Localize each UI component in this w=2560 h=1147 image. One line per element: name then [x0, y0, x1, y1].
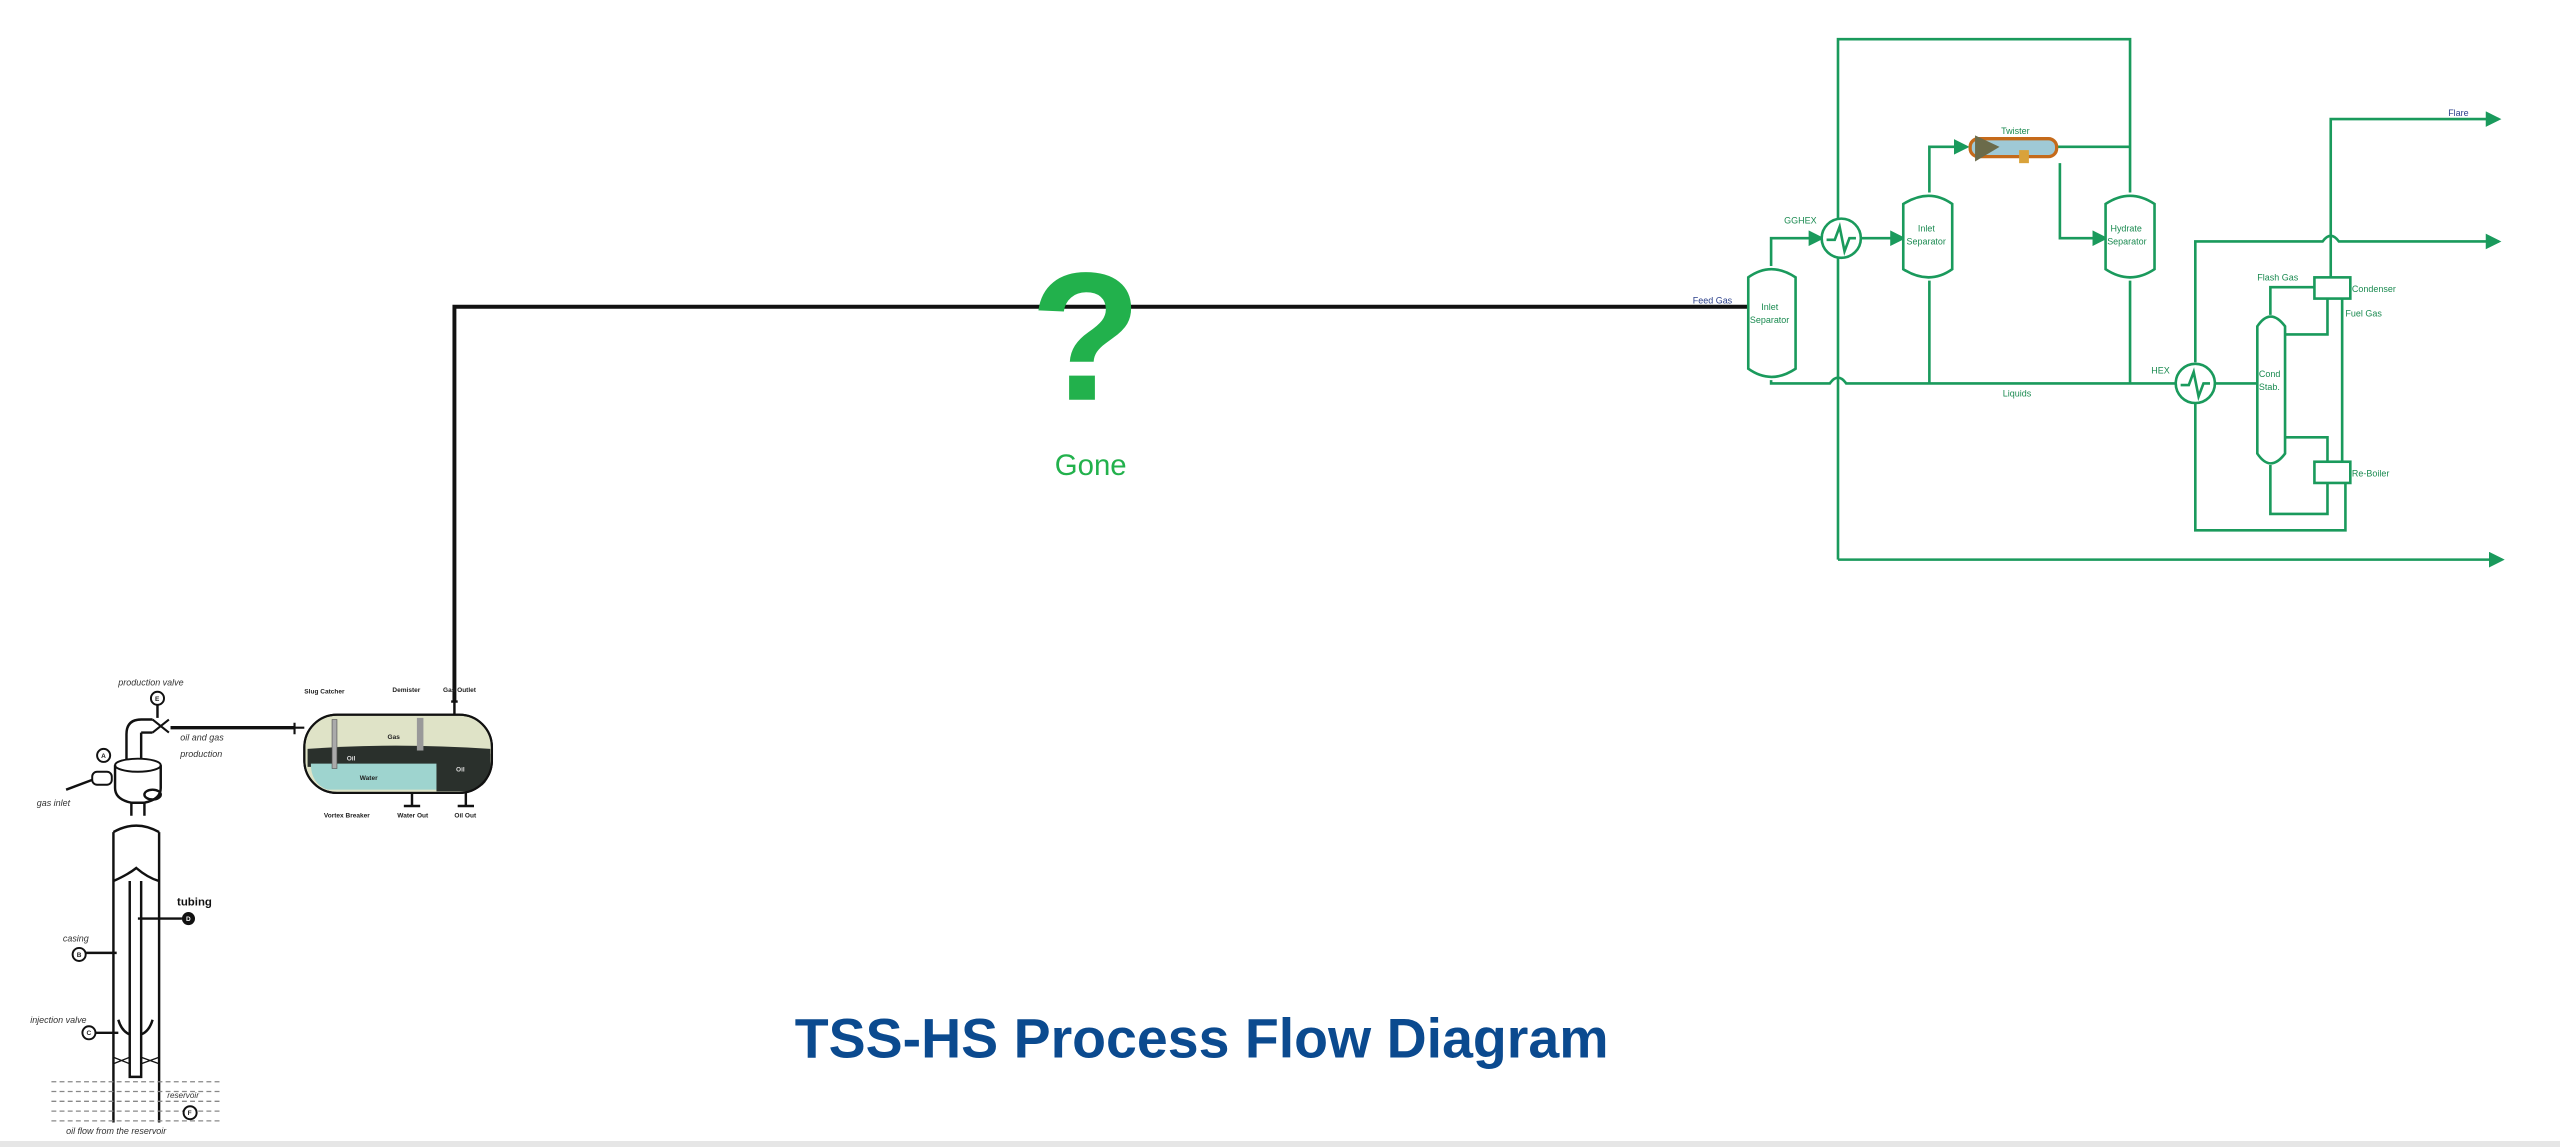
slug-catcher-label: Slug Catcher: [304, 688, 345, 695]
bottom-band: [0, 1141, 2560, 1147]
gone-label: Gone: [1055, 449, 1127, 482]
inlet-separator-1-label-b: Separator: [1750, 315, 1789, 325]
reservoir-label: reservoir: [167, 1091, 199, 1100]
twister-separator-icon: [1968, 135, 2059, 164]
condensate-stabilizer: [2256, 315, 2287, 465]
hydrate-separator: [2104, 194, 2156, 279]
injection-valve-label: injection valve: [30, 1015, 86, 1025]
condenser: [2313, 276, 2352, 300]
production-valve-icon: [151, 718, 170, 734]
marker-c: C: [87, 1030, 92, 1037]
oil-zone-left-label: Oil: [347, 755, 356, 762]
hex-exchanger-icon: [2174, 362, 2217, 405]
inlet-separator-1-label-a: Inlet: [1761, 302, 1778, 312]
hex-label: HEX: [2151, 366, 2169, 376]
marker-f: F: [188, 1110, 192, 1117]
hydrate-separator-label-b: Separator: [2107, 237, 2146, 247]
gghex-exchanger-icon: [1820, 217, 1863, 260]
inlet-separator-1: [1746, 267, 1797, 379]
oil-flow-label: oil flow from the reservoir: [66, 1126, 167, 1136]
oil-gas-production-label-1: oil and gas: [180, 733, 224, 743]
vortex-breaker-label: Vortex Breaker: [324, 812, 370, 819]
gas-lift-well: production valve E oil and gas productio…: [30, 677, 295, 1136]
oil-zone-right-label: Oil: [456, 767, 465, 774]
demister-label: Demister: [392, 687, 420, 694]
page-title: TSS-HS Process Flow Diagram: [795, 1007, 1609, 1069]
liquids-label: Liquids: [2003, 388, 2032, 398]
condenser-label: Condenser: [2352, 284, 2396, 294]
pipeline-connection: [452, 304, 1749, 702]
feed-gas-label: Feed Gas: [1693, 295, 1733, 305]
cond-stab-label-b: Stab.: [2259, 382, 2280, 392]
oil-out-label: Oil Out: [454, 812, 477, 819]
hydrate-separator-label-a: Hydrate: [2110, 224, 2141, 234]
re-boiler: [2313, 460, 2352, 485]
marker-b: B: [77, 952, 82, 959]
question-mark: ?: [1030, 235, 1142, 439]
cond-stab-label-a: Cond: [2259, 369, 2280, 379]
marker-e: E: [155, 696, 160, 703]
tss-pfd: Feed Gas Inlet Separator GGHEX Inlet Sep…: [1693, 37, 2505, 568]
water-zone-label: Water: [360, 775, 378, 782]
gas-zone-label: Gas: [388, 734, 401, 741]
oil-gas-production-label-2: production: [179, 749, 222, 759]
inlet-separator-2-label-a: Inlet: [1918, 224, 1935, 234]
casing-label: casing: [63, 933, 89, 943]
gghex-label: GGHEX: [1784, 216, 1816, 226]
fuel-gas-label: Fuel Gas: [2345, 309, 2382, 319]
gas-inlet-label: gas inlet: [37, 798, 71, 808]
water-out-label: Water Out: [397, 812, 429, 819]
marker-d: D: [186, 916, 191, 923]
tubing-label: tubing: [177, 897, 212, 909]
flash-gas-label: Flash Gas: [2257, 273, 2298, 283]
gas-outlet-label: Gas Outlet: [443, 687, 477, 694]
reservoir-dashes: [51, 1081, 223, 1122]
twister-label: Twister: [2001, 126, 2029, 136]
production-valve-label: production valve: [117, 677, 183, 687]
inlet-separator-2-label-b: Separator: [1907, 237, 1946, 247]
re-boiler-label: Re-Boiler: [2352, 468, 2389, 478]
flare-label: Flare: [2448, 108, 2468, 118]
inlet-separator-2: [1901, 194, 1954, 279]
marker-a: A: [101, 753, 106, 760]
three-phase-separator: Slug Catcher Demister Gas Outlet Gas Oil…: [293, 687, 494, 819]
